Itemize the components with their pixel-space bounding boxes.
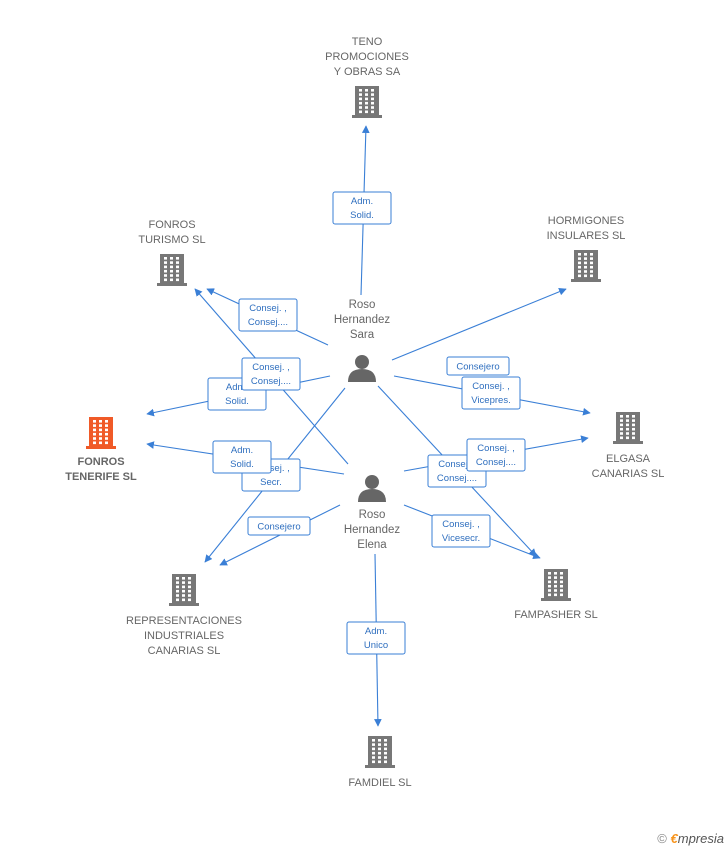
- relation-label[interactable]: Adm. Unico: [346, 621, 406, 655]
- relation-box: [332, 191, 392, 225]
- person-label-line: Roso: [359, 509, 386, 521]
- relation-box: [466, 438, 526, 472]
- relation-label[interactable]: Adm. Solid.: [332, 191, 392, 225]
- relation-text: Consej. ,: [442, 519, 480, 530]
- building-icon: [365, 736, 395, 768]
- person-label-line: Hernandez: [334, 314, 391, 326]
- relation-label[interactable]: Consej. , Vicepres.: [461, 376, 521, 410]
- company-node-representaciones[interactable]: REPRESENTACIONES INDUSTRIALES CANARIAS SL: [126, 574, 242, 657]
- relation-text: Consej....: [251, 376, 291, 387]
- company-label-line: ELGASA: [606, 453, 651, 465]
- company-label-line: FAMPASHER SL: [514, 609, 598, 621]
- relation-text: Unico: [364, 640, 388, 651]
- person-icon: [358, 475, 386, 502]
- company-node-fonros-turismo[interactable]: FONROS TURISMO SL: [138, 219, 206, 286]
- company-node-elgasa[interactable]: ELGASA CANARIAS SL: [592, 412, 665, 480]
- brand-logo[interactable]: €mpresia: [671, 831, 724, 846]
- relation-label[interactable]: Consejero: [446, 356, 510, 376]
- relation-text: Consej. ,: [249, 303, 287, 314]
- company-node-hormigones[interactable]: HORMIGONES INSULARES SL: [547, 215, 626, 282]
- company-label-line: REPRESENTACIONES: [126, 615, 242, 627]
- company-label-line: INSULARES SL: [547, 230, 626, 242]
- company-label-line: TURISMO SL: [138, 234, 205, 246]
- relation-label[interactable]: Consej. , Consej....: [241, 357, 301, 391]
- building-icon: [613, 412, 643, 444]
- building-icon: [157, 254, 187, 286]
- relation-text: Solid.: [350, 210, 374, 221]
- building-icon: [169, 574, 199, 606]
- relation-text: Consej. ,: [438, 459, 476, 470]
- company-label-line: FAMDIEL SL: [348, 777, 411, 789]
- relation-box: [346, 621, 406, 655]
- relation-text: Consej....: [476, 457, 516, 468]
- relation-text: Adm.: [231, 445, 253, 456]
- relation-text: Consej....: [437, 473, 477, 484]
- brand-initial: €: [670, 831, 678, 846]
- company-label-line: CANARIAS SL: [592, 468, 665, 480]
- brand-name: mpresia: [677, 831, 724, 846]
- company-node-teno[interactable]: TENO PROMOCIONES Y OBRAS SA: [325, 36, 409, 118]
- building-icon: [352, 86, 382, 118]
- building-icon: [541, 569, 571, 601]
- company-label-line: CANARIAS SL: [148, 645, 221, 657]
- relation-box: [212, 440, 272, 474]
- company-label-line: PROMOCIONES: [325, 51, 409, 63]
- relation-label[interactable]: Consej. , Consej....: [466, 438, 526, 472]
- company-label-line: TENO: [352, 36, 383, 48]
- company-label-line: Y OBRAS SA: [334, 66, 401, 78]
- relation-box: [431, 514, 491, 548]
- company-label-line: FONROS: [77, 456, 124, 468]
- relation-text: Consejero: [257, 522, 300, 533]
- relation-text: Consej....: [248, 317, 288, 328]
- relation-label[interactable]: Consej. , Vicesecr.: [431, 514, 491, 548]
- relation-text: Consej. ,: [252, 362, 290, 373]
- company-label-line: FONROS: [148, 219, 195, 231]
- relation-label[interactable]: Consej. , Consej....: [238, 298, 298, 332]
- company-label-line: INDUSTRIALES: [144, 630, 224, 642]
- company-node-fampasher[interactable]: FAMPASHER SL: [514, 569, 598, 621]
- relation-text: Vicepres.: [471, 395, 510, 406]
- person-label-line: Sara: [350, 329, 375, 341]
- relation-text: Vicesecr.: [442, 533, 480, 544]
- relation-box: [247, 516, 311, 536]
- person-label-line: Elena: [357, 539, 387, 551]
- relation-text: Solid.: [230, 459, 254, 470]
- company-node-fonros-tenerife[interactable]: FONROS TENERIFE SL: [65, 417, 137, 483]
- person-label-line: Roso: [349, 299, 376, 311]
- person-icon: [348, 355, 376, 382]
- building-icon: [86, 417, 116, 449]
- relation-box: [461, 376, 521, 410]
- copyright-symbol: ©: [657, 831, 667, 846]
- relation-text: Consej. ,: [472, 381, 510, 392]
- relation-text: Adm.: [226, 382, 248, 393]
- person-label-line: Hernandez: [344, 524, 401, 536]
- relation-box: [241, 357, 301, 391]
- building-icon: [571, 250, 601, 282]
- relation-text: Consejero: [456, 362, 499, 373]
- footer-brand: © €mpresia: [657, 831, 724, 846]
- relation-text: Secr.: [260, 477, 282, 488]
- relation-edge: [391, 288, 567, 361]
- company-node-famdiel[interactable]: FAMDIEL SL: [348, 736, 412, 789]
- relation-text: Consej. ,: [477, 443, 515, 454]
- company-label-line: HORMIGONES: [548, 215, 624, 227]
- relation-box: [446, 356, 510, 376]
- relation-text: Solid.: [225, 396, 249, 407]
- relation-text: Adm.: [351, 196, 373, 207]
- relation-label[interactable]: Adm. Solid.: [212, 440, 272, 474]
- relation-label[interactable]: Consejero: [247, 516, 311, 536]
- company-label-line: TENERIFE SL: [65, 471, 137, 483]
- relation-box: [238, 298, 298, 332]
- relation-text: Adm.: [365, 626, 387, 637]
